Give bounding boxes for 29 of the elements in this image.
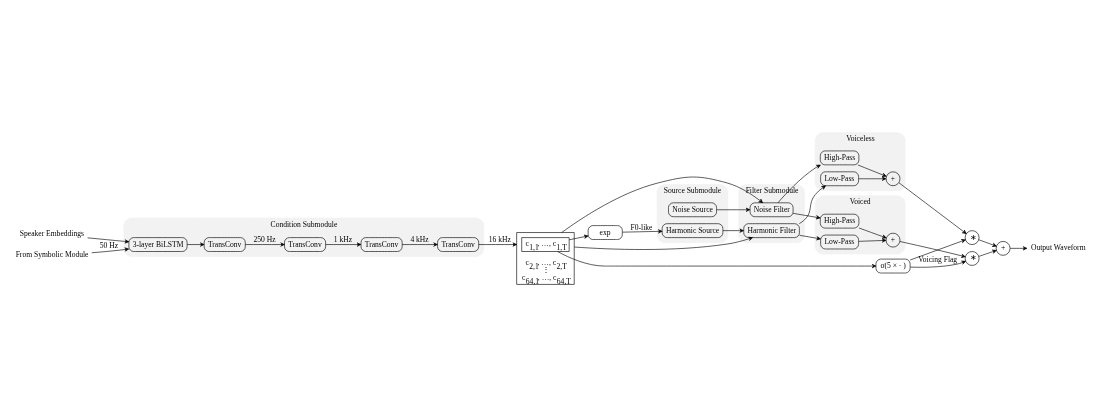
arrow [325,242,362,247]
arrow [186,242,205,247]
arrow [898,182,967,234]
arrow [978,238,997,247]
arrow [899,240,966,258]
arrow [87,237,130,243]
arrow [798,184,826,224]
arrow [792,212,821,219]
arrow [858,176,887,181]
arrow [777,164,821,203]
arrow [557,250,877,268]
arrow [401,242,438,247]
arrow [722,228,744,233]
arrow [799,234,821,240]
arrow [858,227,887,239]
arrow [909,260,966,268]
arrow [568,234,589,240]
arrow [91,247,130,253]
arrow [1009,245,1028,250]
arrow [978,249,997,257]
arrow [716,207,751,212]
arrow [857,164,887,177]
arrow [245,242,285,247]
arrow [622,228,663,233]
arrow [573,236,753,250]
arrow [561,176,764,233]
arrow [909,238,966,260]
arrow [858,237,887,243]
arrow [478,242,517,247]
